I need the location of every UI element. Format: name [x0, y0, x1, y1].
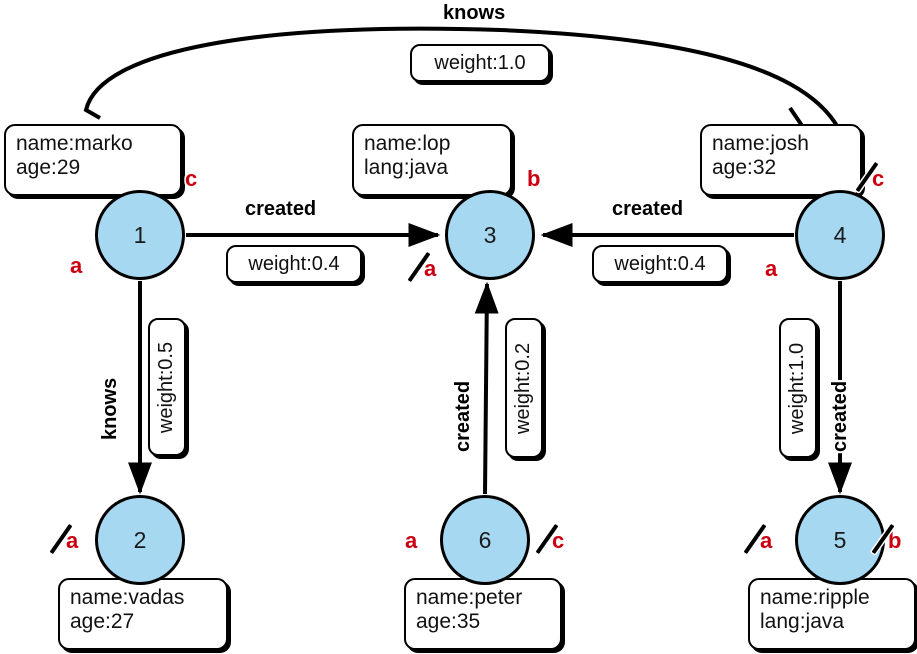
edge-label-created-1-3: created	[245, 198, 317, 220]
annotation-letter: b	[527, 166, 541, 191]
weight-text: weight:0.5	[155, 341, 178, 433]
annotation-a-struck: a	[743, 523, 773, 555]
property-box-vertex-4: name:josh age:32	[700, 124, 862, 196]
property-line: age:35	[416, 609, 481, 633]
annotation-c-struck: c	[535, 523, 565, 555]
annotation-a-struck: a	[49, 523, 79, 555]
annotation-c-struck: c	[855, 161, 885, 193]
property-line: name:marko	[16, 132, 133, 155]
edge-weight-created-4-5: weight:1.0	[779, 318, 817, 458]
weight-text: weight:1.0	[786, 342, 809, 434]
vertex-id-label: 1	[133, 221, 147, 248]
annotation-letter: c	[185, 166, 198, 191]
annotation-a-struck: a	[407, 251, 437, 283]
property-line: age:32	[712, 155, 777, 179]
edge-weight-created-4-3: weight:0.4	[592, 245, 728, 283]
vertex-2[interactable]: 2	[95, 495, 185, 585]
annotation-letter: a	[765, 256, 778, 281]
vertex-6[interactable]: 6	[440, 495, 530, 585]
vertex-4[interactable]: 4	[795, 190, 885, 280]
vertex-id-label: 6	[478, 526, 492, 553]
edge-label-created-4-5: created	[829, 380, 851, 452]
annotation-letter: a	[66, 528, 79, 553]
annotation-a: a	[765, 258, 777, 280]
edge-label-knows-4-1: knows	[443, 2, 506, 24]
vertex-id-label: 5	[833, 526, 847, 553]
property-box-vertex-3: name:lop lang:java	[352, 124, 512, 196]
edge-label-created-4-3: created	[612, 198, 684, 220]
vertex-id-label: 2	[133, 526, 147, 553]
property-line: lang:java	[760, 609, 845, 633]
property-line: age:27	[70, 609, 135, 633]
weight-text: weight:1.0	[434, 51, 526, 74]
edge-weight-created-6-3: weight:0.2	[505, 318, 543, 458]
weight-text: weight:0.4	[614, 252, 706, 275]
vertex-5[interactable]: 5	[795, 495, 885, 585]
annotation-letter: b	[888, 528, 902, 553]
property-line: name:ripple	[760, 586, 870, 609]
edge-label-created-6-3: created	[452, 380, 474, 452]
vertex-id-label: 4	[833, 221, 847, 248]
annotation-a: a	[70, 255, 82, 277]
annotation-letter: a	[424, 256, 437, 281]
property-box-vertex-6: name:peter age:35	[404, 578, 562, 650]
vertex-id-label: 3	[483, 221, 497, 248]
annotation-b: b	[527, 168, 540, 190]
property-line: age:29	[16, 155, 81, 179]
edge-weight-knows-4-1: weight:1.0	[410, 44, 550, 82]
annotation-c: c	[185, 168, 197, 190]
edge-weight-knows-1-2: weight:0.5	[148, 318, 186, 456]
property-line: lang:java	[364, 155, 449, 179]
property-box-vertex-5: name:ripple lang:java	[748, 578, 916, 650]
annotation-letter: c	[872, 166, 885, 191]
annotation-letter: a	[70, 253, 83, 278]
property-line: name:peter	[416, 586, 523, 609]
edge-weight-created-1-3: weight:0.4	[226, 245, 362, 283]
property-line: name:lop	[364, 132, 451, 155]
property-line: name:josh	[712, 132, 809, 155]
edge-label-knows-1-2: knows	[99, 377, 121, 440]
edge-knows-4-1	[83, 26, 852, 191]
annotation-letter: a	[405, 528, 418, 553]
vertex-1[interactable]: 1	[95, 190, 185, 280]
annotation-b-struck: b	[871, 523, 902, 555]
property-box-vertex-2: name:vadas age:27	[58, 578, 228, 650]
vertex-3[interactable]: 3	[445, 190, 535, 280]
annotation-letter: a	[760, 528, 773, 553]
annotation-a: a	[405, 530, 417, 552]
edge-created-6-3	[474, 281, 499, 495]
weight-text: weight:0.4	[248, 252, 340, 275]
property-box-vertex-1: name:marko age:29	[4, 124, 182, 196]
weight-text: weight:0.2	[512, 342, 535, 434]
property-line: name:vadas	[70, 586, 185, 609]
annotation-letter: c	[552, 528, 565, 553]
